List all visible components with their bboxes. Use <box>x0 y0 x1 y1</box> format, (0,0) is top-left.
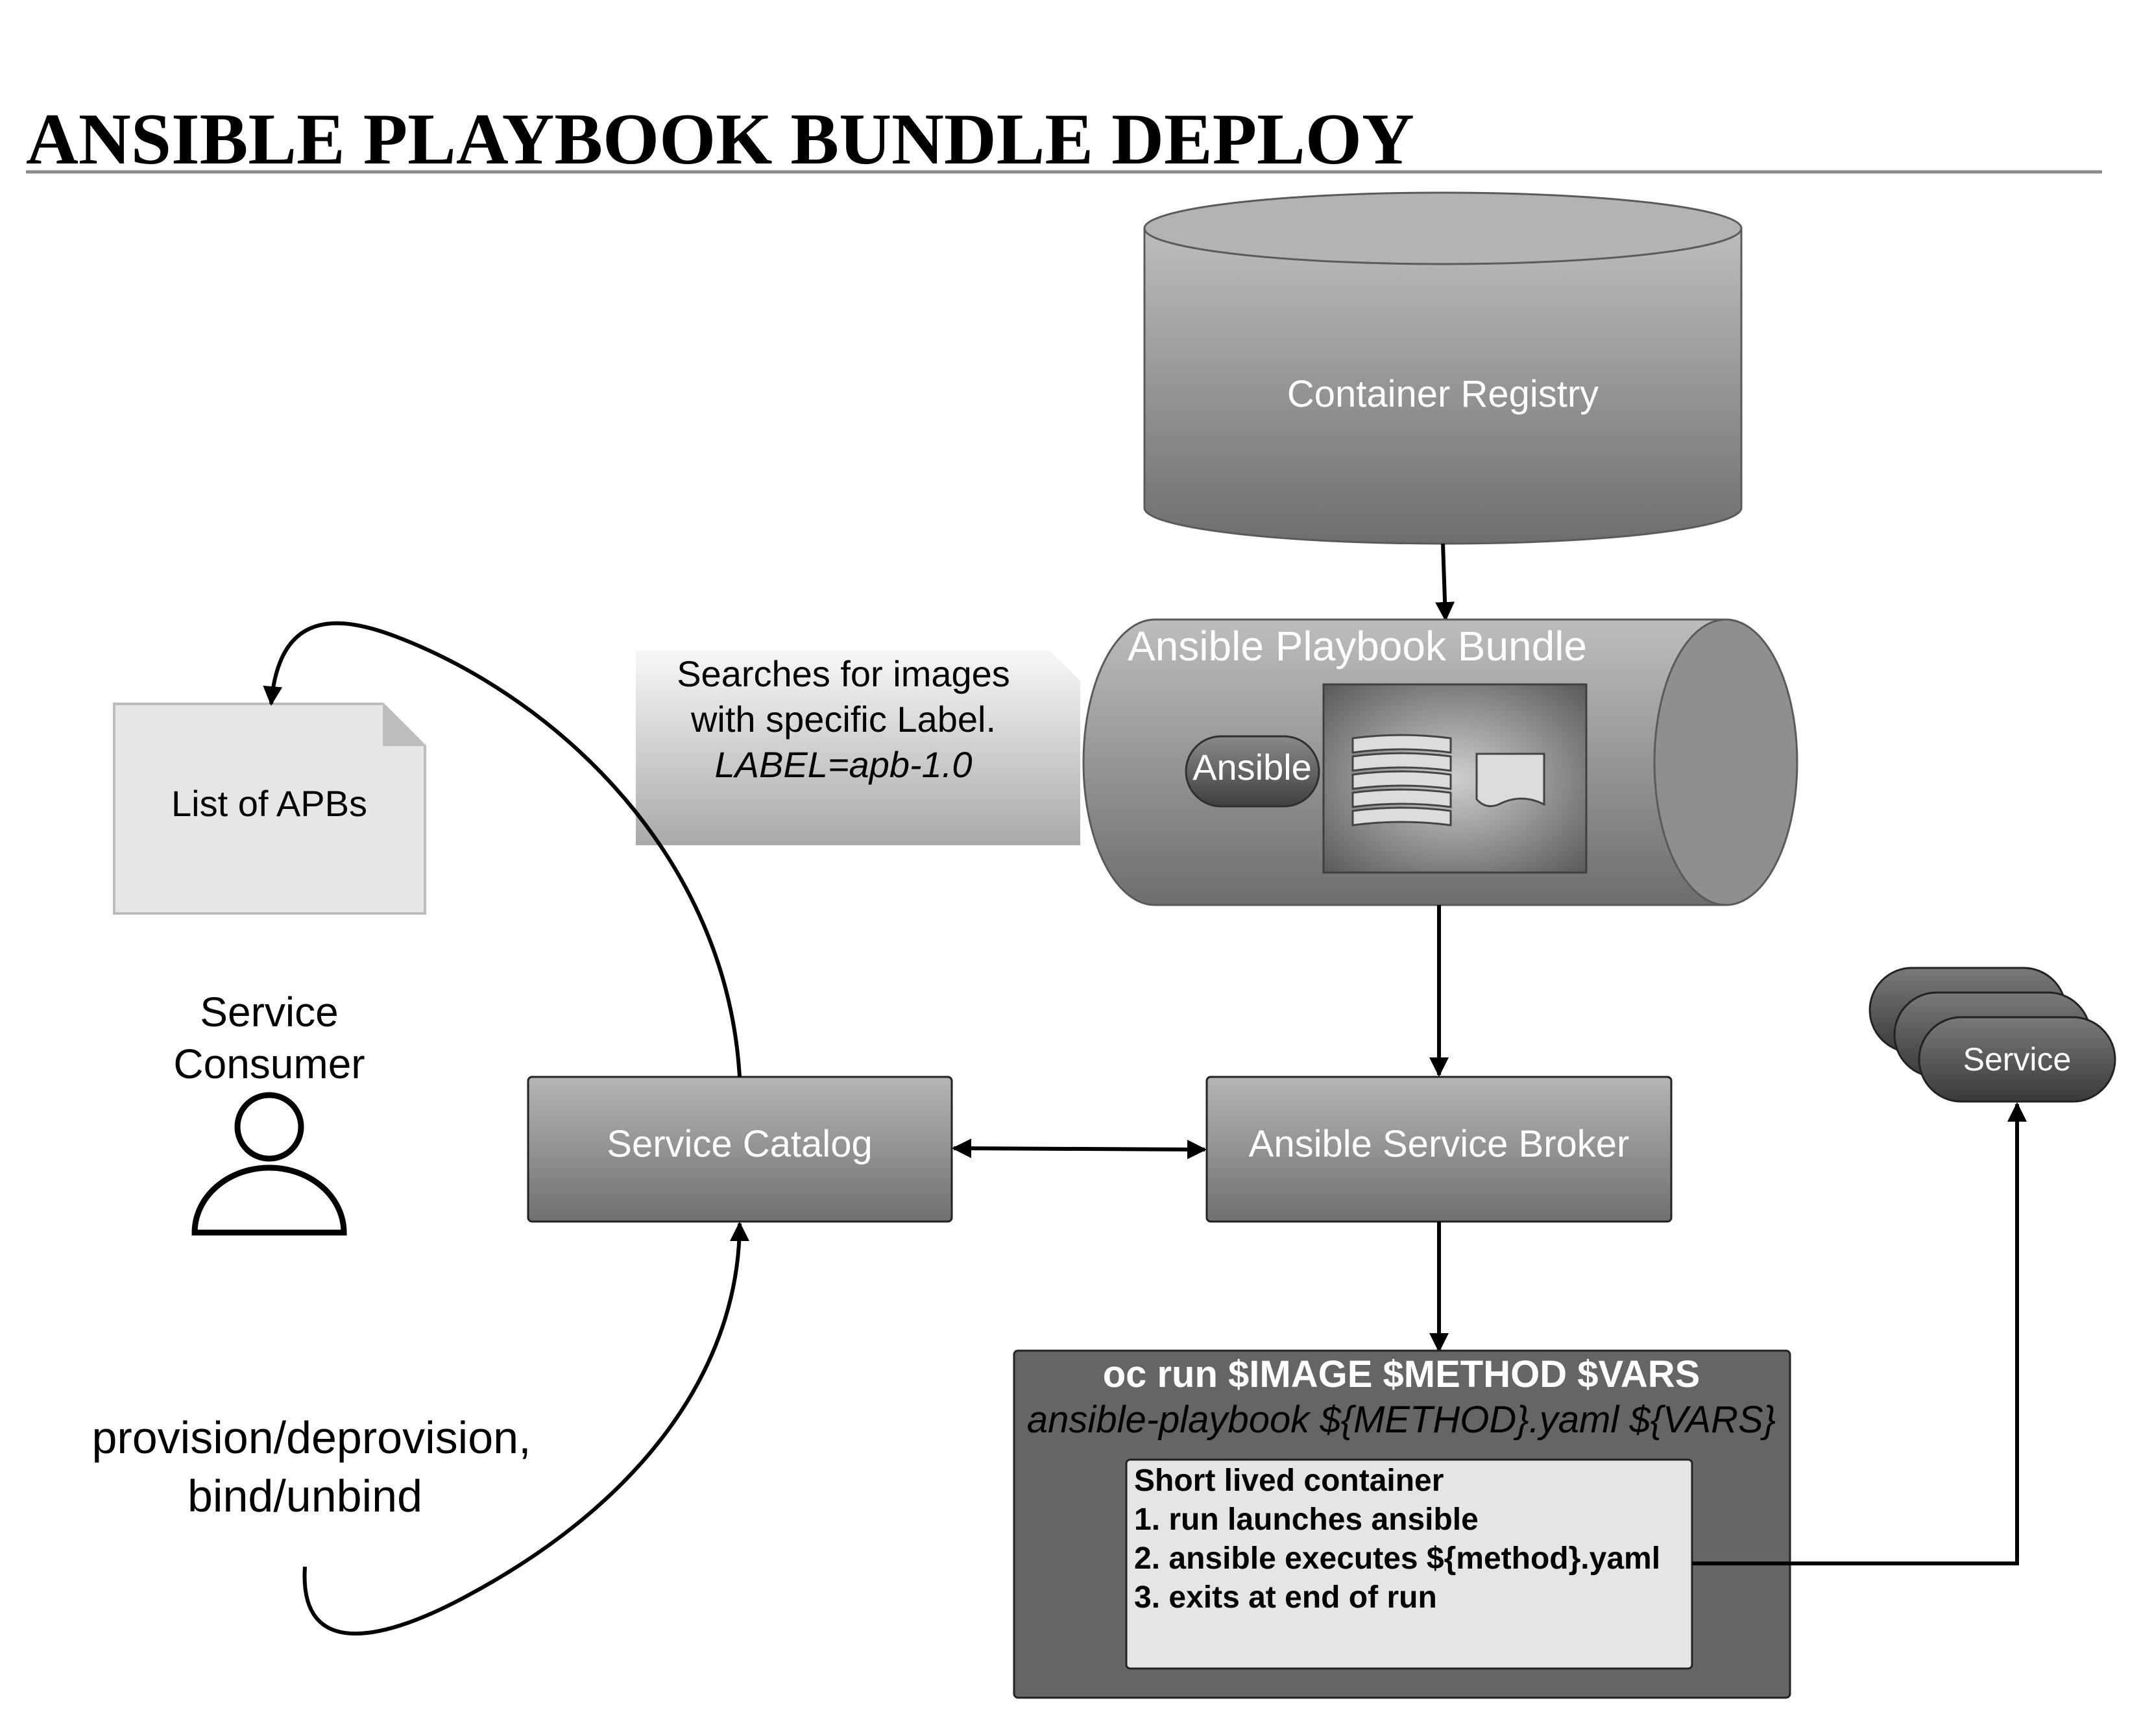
arrow-registry-to-bundle <box>1435 543 1455 621</box>
service-node: Service <box>1869 967 2116 1103</box>
actions-line-2: bind/unbind <box>187 1471 422 1521</box>
user-body-icon <box>191 1164 347 1236</box>
bundle-label: Ansible Playbook Bundle <box>1128 623 1587 669</box>
list-of-apbs-label: List of APBs <box>171 783 367 824</box>
ansible-playbook-command: ansible-playbook ${METHOD}.yaml ${VARS} <box>1027 1399 1776 1441</box>
service-consumer: Service Consumer <box>173 989 365 1236</box>
ansible-playbook-bundle-node: Ansible Playbook Bundle Ansible <box>1082 618 1798 906</box>
page-title: ANSIBLE PLAYBOOK BUNDLE DEPLOY <box>26 99 1414 180</box>
container-title: Short lived container <box>1134 1464 1444 1498</box>
consumer-label-line-1: Service <box>200 989 338 1035</box>
user-head-icon <box>234 1092 304 1162</box>
list-of-apbs-node: List of APBs <box>113 703 426 915</box>
service-label: Service <box>1963 1041 2072 1078</box>
ansible-pill-label: Ansible <box>1192 747 1312 788</box>
service-catalog-label: Service Catalog <box>607 1123 872 1165</box>
broker-label: Ansible Service Broker <box>1249 1123 1630 1165</box>
ansible-service-broker-node: Ansible Service Broker <box>1205 1076 1673 1223</box>
arrow-catalog-broker <box>952 1139 1207 1159</box>
document-stack-icon <box>1351 734 1452 826</box>
note-line-2: with specific Label. <box>690 699 996 740</box>
actions-line-1: provision/deprovision, <box>91 1412 531 1463</box>
note-line-3: LABEL=apb-1.0 <box>715 744 973 785</box>
oc-run-node: oc run $IMAGE $METHOD $VARS ansible-play… <box>1013 1349 1791 1699</box>
container-step-2: 2. ansible executes ${method}.yaml <box>1134 1541 1660 1576</box>
container-registry-node: Container Registry <box>1143 191 1743 545</box>
consumer-label-line-2: Consumer <box>173 1041 365 1087</box>
container-step-3: 3. exits at end of run <box>1134 1580 1437 1615</box>
oc-run-command: oc run $IMAGE $METHOD $VARS <box>1103 1353 1700 1395</box>
service-catalog-node: Service Catalog <box>527 1076 953 1223</box>
document-icon <box>1475 753 1545 808</box>
container-step-1: 1. run launches ansible <box>1134 1502 1479 1537</box>
container-registry-label: Container Registry <box>1287 373 1599 415</box>
label-search-note: Searches for images with specific Label.… <box>636 651 1080 845</box>
note-line-1: Searches for images <box>677 653 1010 694</box>
arrow-container-to-service <box>1692 1102 2027 1565</box>
arrow-actions-to-catalog <box>302 1222 749 1636</box>
arrow-catalog-to-list <box>263 621 742 1078</box>
ansible-pill <box>1185 735 1320 808</box>
